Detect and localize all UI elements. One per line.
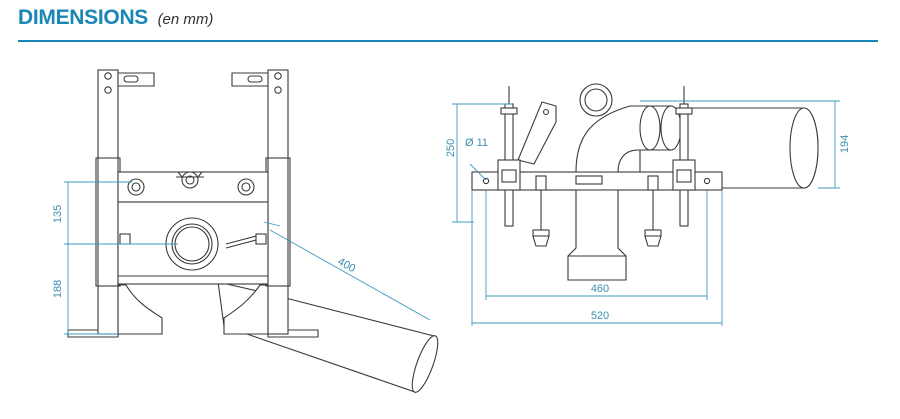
front-left-upright (97, 69, 119, 335)
top-dimensions (452, 100, 840, 326)
dim-width-total: 520 (591, 310, 609, 322)
top-lower-bolts (532, 175, 662, 247)
top-view (471, 83, 819, 281)
dim-width-inner: 460 (591, 283, 609, 295)
dim-pipe-length: 400 (336, 256, 358, 275)
front-dimensions (64, 181, 431, 335)
dim-height-upper: 135 (52, 205, 64, 223)
front-right-foot (223, 284, 319, 338)
top-outlet-pipe (567, 189, 627, 281)
front-view (67, 69, 439, 393)
top-left-bracket (517, 101, 557, 165)
dim-height-left: 250 (445, 139, 457, 157)
title-unit: (en mm) (157, 11, 214, 28)
title-text: DIMENSIONS (18, 6, 149, 29)
dim-height-lower: 188 (52, 280, 64, 298)
top-rods (497, 86, 696, 227)
dim-height-right: 194 (839, 135, 851, 153)
top-elbow-pipe (575, 105, 682, 173)
front-right-upright (267, 69, 289, 335)
title-divider (18, 40, 878, 42)
dim-hole-diameter: Ø 11 (465, 137, 488, 149)
page-title: DIMENSIONS (en mm) (18, 6, 213, 30)
